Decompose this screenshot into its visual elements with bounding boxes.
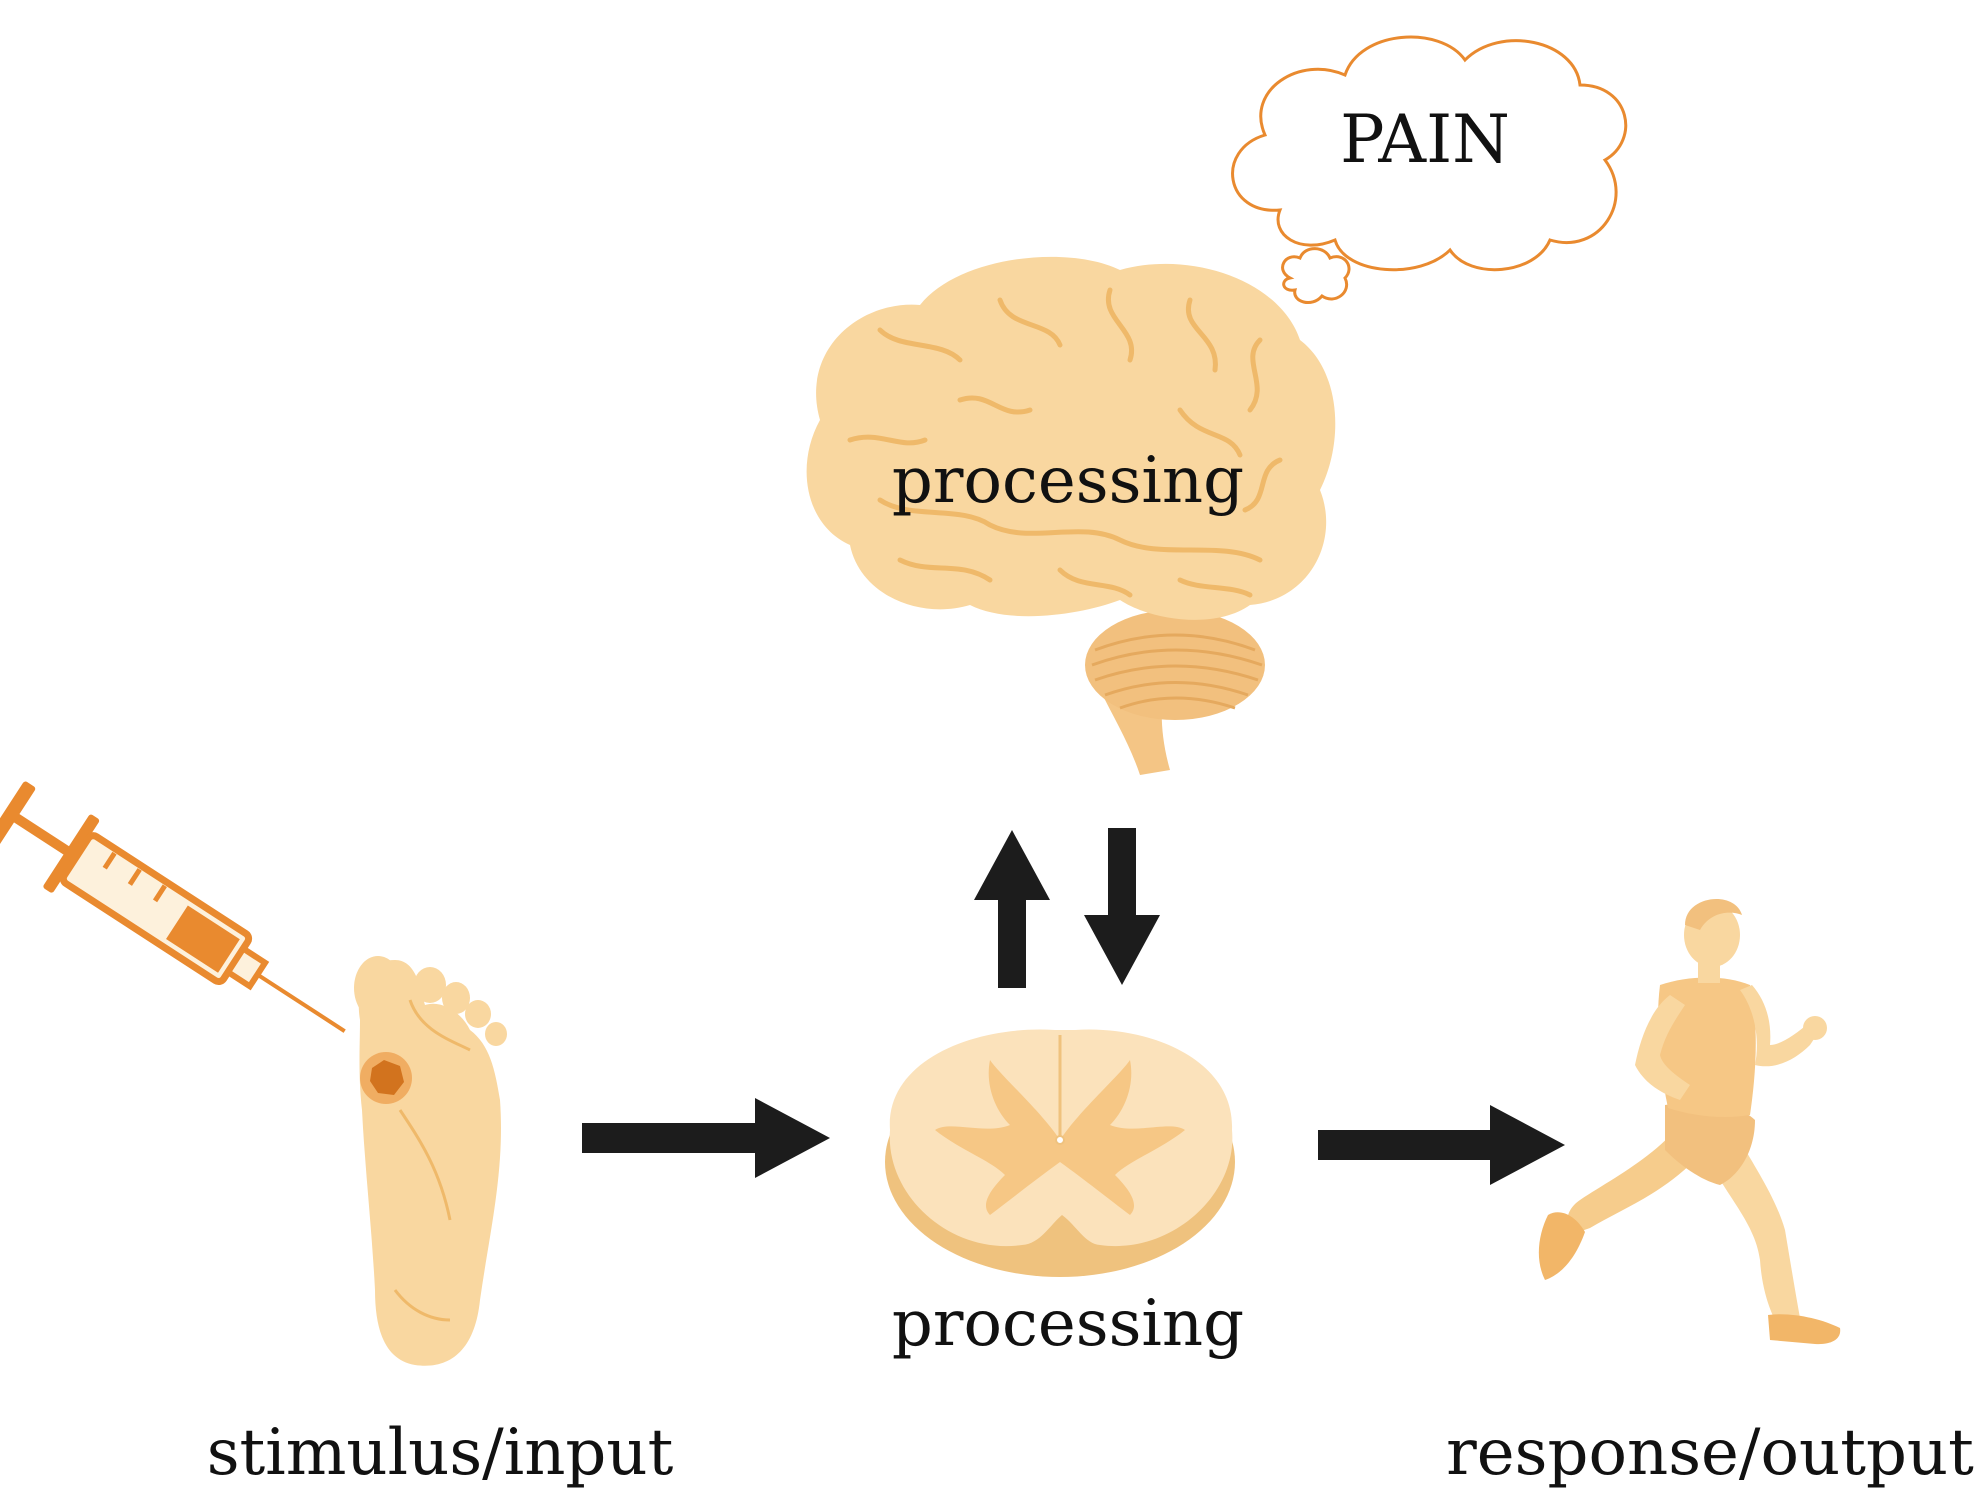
response-label: response/output xyxy=(1446,1416,1974,1490)
spinal-processing-label: processing xyxy=(892,1287,1244,1361)
brain-icon: processing xyxy=(806,256,1336,775)
input-arrow xyxy=(582,1098,830,1178)
syringe-icon xyxy=(0,781,346,1033)
brain-processing-label: processing xyxy=(892,444,1244,518)
descending-arrow xyxy=(1084,828,1160,985)
spinal-cord-icon: processing xyxy=(885,1029,1244,1361)
foot-icon: stimulus/input xyxy=(207,956,674,1490)
output-arrow xyxy=(1318,1105,1565,1185)
ascending-arrow xyxy=(974,830,1050,988)
stimulus-label: stimulus/input xyxy=(207,1416,674,1490)
thought-cloud-icon: PAIN xyxy=(1231,35,1628,358)
pain-label: PAIN xyxy=(1340,101,1510,178)
runner-icon: response/output xyxy=(1446,898,1974,1490)
